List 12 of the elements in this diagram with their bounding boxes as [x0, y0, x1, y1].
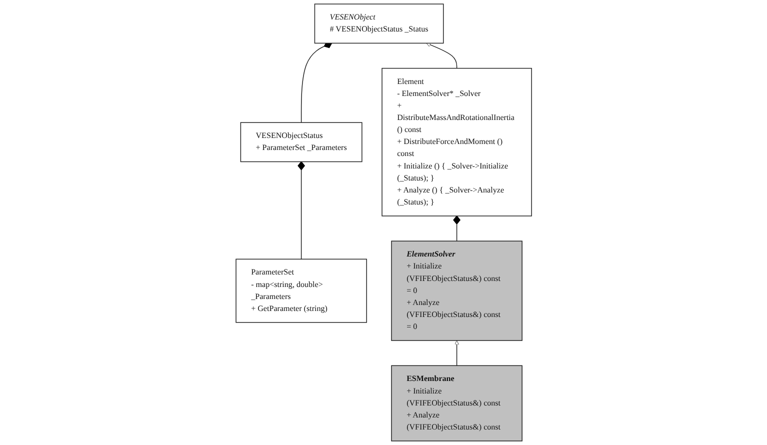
class-box: Element - ElementSolver* _Solver + DistributeMassAndRotationalInertia () const + DistributeForceAndMoment () const + Initialize () { _Solver->Initialize (_Status); } + Analyze () { _Solver->Analyze (_Status); } [381, 68, 532, 216]
class-box: ElementSolver + Initialize (VFIFEObjectStatus&) const = 0 + Analyze (VFIFEObjectStatus&) const = 0 [390, 240, 522, 341]
class-box: VESENObjectStatus + ParameterSet _Parameters [240, 122, 362, 162]
node-label: + DistributeForceAndMoment () const [396, 138, 502, 158]
node-label: - ElementSolver* _Solver [396, 89, 480, 98]
class-box: ParameterSet - map<string, double> _Parameters + GetParameter (string) [235, 258, 367, 323]
class-box: ESMembrane + Initialize (VFIFEObjectStatus&) const + Analyze (VFIFEObjectStatus&) const [390, 365, 522, 442]
node-label: Element [396, 77, 424, 86]
class-box: VESENObject # VESENObjectStatus _Status [314, 4, 444, 44]
node-label: + Initialize () { _Solver->Initialize (_Status); } [396, 162, 508, 182]
node-label: + Analyze () { _Solver->Analyze (_Status); } [396, 186, 504, 206]
node-label: + DistributeMassAndRotationalInertia () const [396, 101, 514, 134]
